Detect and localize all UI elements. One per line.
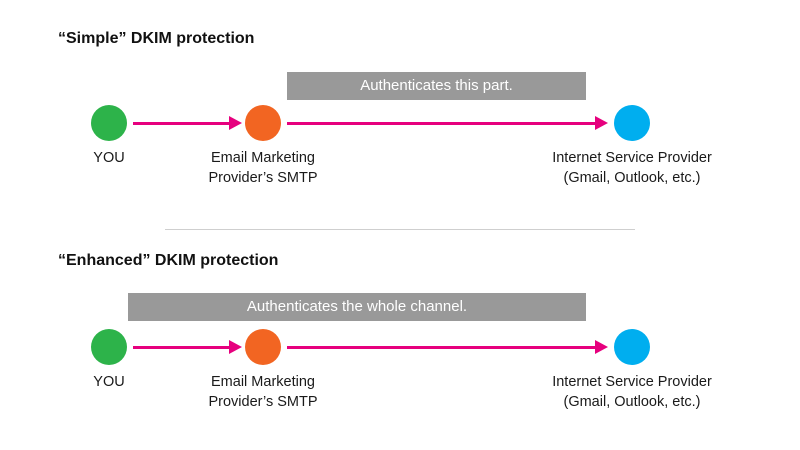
isp-label: Internet Service Provider (Gmail, Outloo… [522, 372, 742, 412]
arrow-smtp-to-isp [287, 116, 608, 130]
simple-dkim-section: “Simple” DKIM protection Authenticates t… [58, 30, 742, 188]
isp-label-line2: (Gmail, Outlook, etc.) [563, 170, 701, 186]
section-title: “Simple” DKIM protection [58, 30, 255, 47]
smtp-node [245, 329, 281, 365]
section-divider [165, 229, 635, 230]
you-node [91, 105, 127, 141]
authentication-banner: Authenticates this part. [287, 72, 586, 100]
you-label-text: YOU [93, 374, 125, 390]
authentication-banner: Authenticates the whole channel. [128, 293, 586, 321]
you-node [91, 329, 127, 365]
smtp-label-line2: Provider’s SMTP [208, 394, 318, 410]
smtp-label-line2: Provider’s SMTP [208, 170, 318, 186]
isp-node [614, 329, 650, 365]
you-label-text: YOU [93, 150, 125, 166]
smtp-node [245, 105, 281, 141]
you-label: YOU [59, 372, 159, 392]
arrow-smtp-to-isp [287, 340, 608, 354]
isp-label-line1: Internet Service Provider [552, 374, 712, 390]
you-label: YOU [59, 148, 159, 168]
smtp-label-line1: Email Marketing [211, 374, 315, 390]
smtp-label: Email Marketing Provider’s SMTP [183, 372, 343, 412]
section-title: “Enhanced” DKIM protection [58, 252, 279, 269]
arrow-you-to-smtp [133, 116, 242, 130]
isp-label-line1: Internet Service Provider [552, 150, 712, 166]
smtp-label-line1: Email Marketing [211, 150, 315, 166]
isp-label-line2: (Gmail, Outlook, etc.) [563, 394, 701, 410]
smtp-label: Email Marketing Provider’s SMTP [183, 148, 343, 188]
isp-node [614, 105, 650, 141]
isp-label: Internet Service Provider (Gmail, Outloo… [522, 148, 742, 188]
arrow-you-to-smtp [133, 340, 242, 354]
